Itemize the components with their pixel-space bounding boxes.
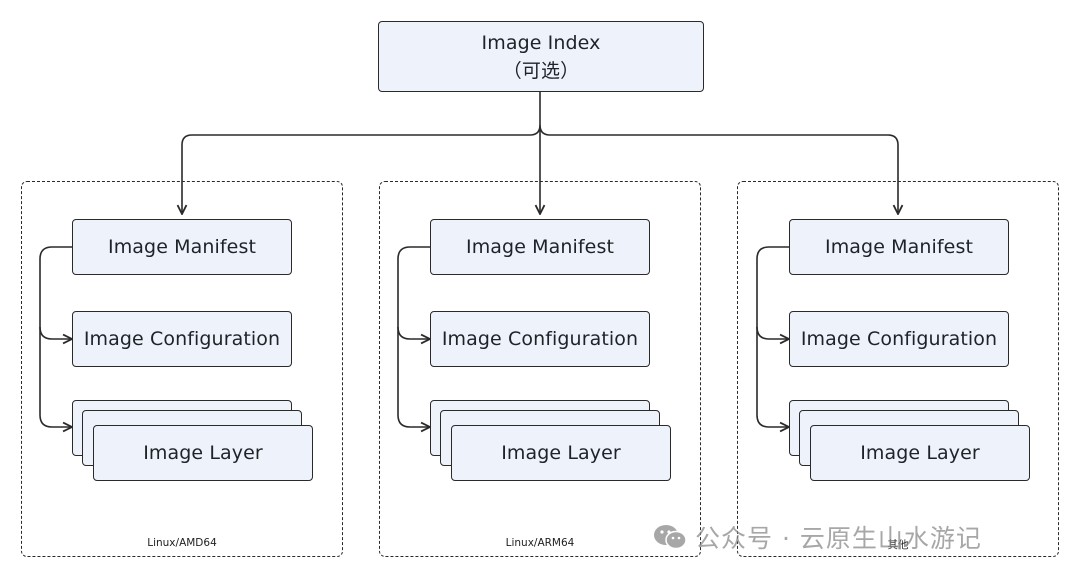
group2-manifest-connector <box>397 246 430 427</box>
image-index-subtitle: （可选） <box>502 59 580 82</box>
image-layer-label: Image Layer <box>143 442 263 464</box>
image-layer-node: Image Layer <box>451 425 671 481</box>
image-index-title: Image Index <box>481 31 601 54</box>
image-manifest-node: Image Manifest <box>72 219 292 275</box>
image-layer-label: Image Layer <box>501 442 621 464</box>
watermark-text: 公众号 · 云原生山水游记 <box>695 524 982 553</box>
image-manifest-label: Image Manifest <box>465 236 615 258</box>
image-manifest-label: Image Manifest <box>107 236 257 258</box>
group3-manifest-connector <box>756 246 789 427</box>
index-fanout-connector <box>182 92 898 214</box>
image-configuration-label: Image Configuration <box>441 328 639 350</box>
image-manifest-node: Image Manifest <box>789 219 1009 275</box>
image-manifest-node: Image Manifest <box>430 219 650 275</box>
image-configuration-label: Image Configuration <box>83 328 281 350</box>
image-configuration-node: Image Configuration <box>430 311 650 367</box>
platform-label-other: 其他 <box>887 539 909 551</box>
group1-manifest-connector <box>39 246 72 427</box>
wechat-icon <box>653 524 687 550</box>
image-layer-node: Image Layer <box>810 425 1030 481</box>
image-configuration-node: Image Configuration <box>789 311 1009 367</box>
platform-group-amd64 <box>21 181 343 557</box>
platform-group-other <box>737 181 1059 557</box>
image-layer-label: Image Layer <box>860 442 980 464</box>
image-configuration-node: Image Configuration <box>72 311 292 367</box>
image-index-node: Image Index （可选） <box>378 21 704 92</box>
platform-group-arm64 <box>379 181 701 557</box>
platform-label-amd64: Linux/AMD64 <box>147 537 217 549</box>
image-manifest-label: Image Manifest <box>824 236 974 258</box>
platform-label-arm64: Linux/ARM64 <box>505 537 575 549</box>
watermark: 公众号 · 云原生山水游记 <box>653 520 982 554</box>
image-configuration-label: Image Configuration <box>800 328 998 350</box>
image-layer-node: Image Layer <box>93 425 313 481</box>
